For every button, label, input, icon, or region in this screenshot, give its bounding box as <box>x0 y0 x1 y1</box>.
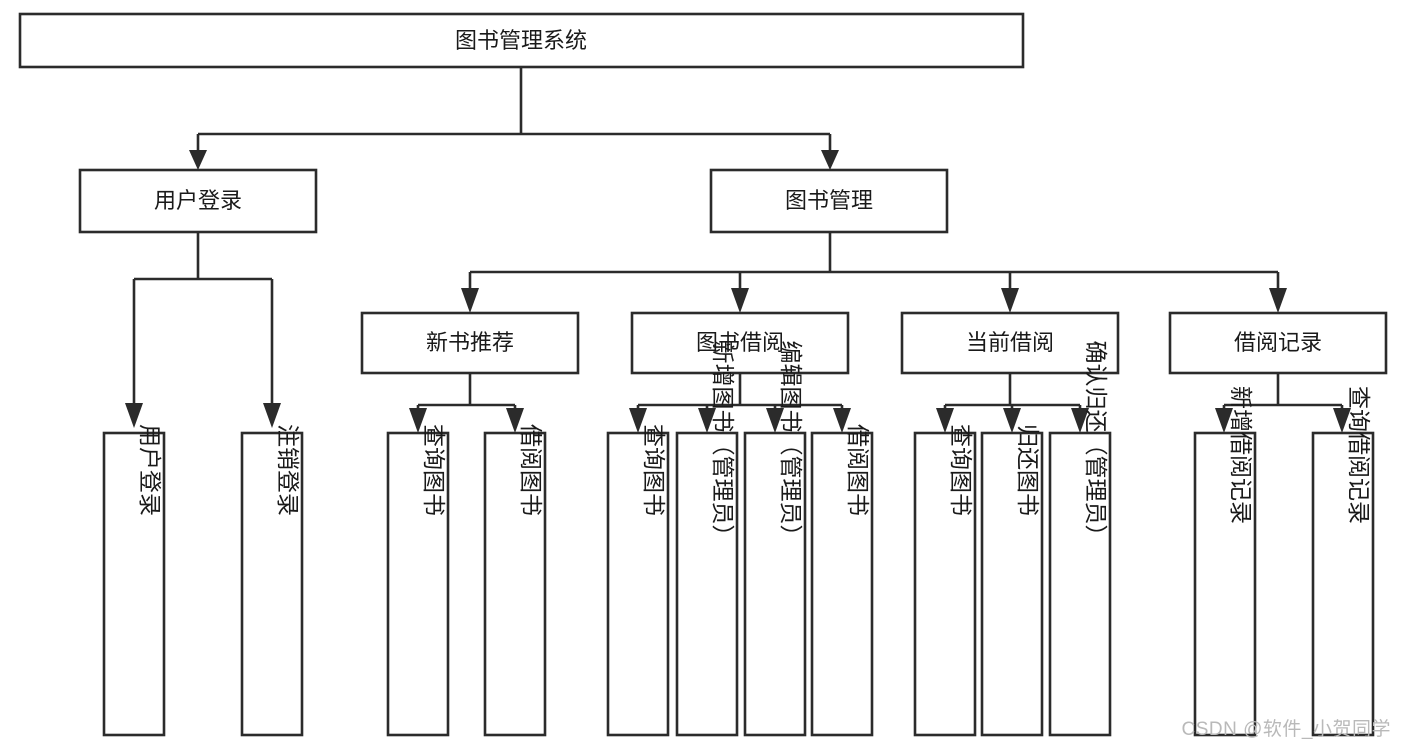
node-box <box>78 168 318 234</box>
node-leaf-label: 查询图书 <box>948 424 974 516</box>
node-box <box>102 431 166 737</box>
arrow-head-icon <box>1071 408 1089 433</box>
connector-group-root <box>189 67 839 170</box>
arrow-head-icon <box>766 408 784 433</box>
node-current-borrow-label: 当前借阅 <box>966 330 1054 355</box>
node-book-management-label: 图书管理 <box>785 188 873 213</box>
node-leaf-label: 查询图书 <box>641 424 667 516</box>
node-leaf-logout[interactable]: 注销登录 <box>240 424 304 737</box>
arrow-head-icon <box>1215 408 1233 433</box>
node-leaf-add-borrow-record[interactable]: 新增借阅记录 <box>1193 386 1257 737</box>
node-leaf-label: 确认归还（管理员） <box>1083 341 1109 548</box>
arrow-head-icon <box>698 408 716 433</box>
node-box <box>810 431 874 737</box>
node-leaf-query-book-borrow[interactable]: 查询图书 <box>606 424 670 737</box>
node-leaf-add-book-admin[interactable]: 新增图书（管理员） <box>675 341 739 737</box>
node-root-book-system[interactable]: 图书管理系统 <box>18 12 1025 69</box>
node-borrow-record-label: 借阅记录 <box>1234 330 1322 355</box>
node-box <box>675 431 739 737</box>
connector-group-user-login <box>125 232 281 428</box>
node-leaf-label: 查询图书 <box>421 424 447 516</box>
node-book-borrow[interactable]: 图书借阅 <box>630 311 850 375</box>
node-box <box>630 311 850 375</box>
arrow-head-icon <box>1003 408 1021 433</box>
node-borrow-record[interactable]: 借阅记录 <box>1168 311 1388 375</box>
node-box <box>743 431 807 737</box>
arrow-head-icon <box>1333 408 1351 433</box>
arrow-head-icon <box>506 408 524 433</box>
connector-group-book-borrow <box>629 373 851 433</box>
node-book-borrow-label: 图书借阅 <box>696 330 784 355</box>
node-leaf-label: 归还图书 <box>1015 424 1041 516</box>
node-leaf-label: 新增借阅记录 <box>1228 386 1254 524</box>
node-box <box>240 431 304 737</box>
node-box <box>483 431 547 737</box>
connector-group-new-book <box>409 373 524 433</box>
node-root-label: 图书管理系统 <box>455 28 587 53</box>
arrow-head-icon <box>1001 288 1019 313</box>
node-leaf-label: 查询借阅记录 <box>1346 386 1372 524</box>
node-leaf-query-book-newbook[interactable]: 查询图书 <box>386 424 450 737</box>
arrow-head-icon <box>263 403 281 428</box>
node-leaf-label: 新增图书（管理员） <box>710 341 736 548</box>
node-user-login[interactable]: 用户登录 <box>78 168 318 234</box>
node-leaf-label: 注销登录 <box>275 424 301 516</box>
node-leaf-label: 借阅图书 <box>518 424 544 516</box>
node-leaf-label: 用户登录 <box>137 424 163 516</box>
arrow-head-icon <box>629 408 647 433</box>
node-box <box>900 311 1120 375</box>
connector-group-current-borrow <box>936 373 1089 433</box>
node-box <box>709 168 949 234</box>
node-leaf-label: 编辑图书（管理员） <box>778 341 804 548</box>
arrow-head-icon <box>461 288 479 313</box>
arrow-head-icon <box>125 403 143 428</box>
node-new-book-recommend[interactable]: 新书推荐 <box>360 311 580 375</box>
arrow-head-icon <box>833 408 851 433</box>
node-leaf-return-book[interactable]: 归还图书 <box>980 424 1044 737</box>
arrow-head-icon <box>1269 288 1287 313</box>
node-new-book-recommend-label: 新书推荐 <box>426 330 514 355</box>
node-leaf-user-login[interactable]: 用户登录 <box>102 424 166 737</box>
arrow-head-icon <box>731 288 749 313</box>
arrow-head-icon <box>409 408 427 433</box>
node-box <box>1311 431 1375 737</box>
node-box <box>18 12 1025 69</box>
node-box <box>606 431 670 737</box>
node-leaf-borrow-book-newbook[interactable]: 借阅图书 <box>483 424 547 737</box>
node-box <box>980 431 1044 737</box>
connector-group-borrow-record <box>1215 373 1351 433</box>
watermark-text: CSDN @软件_小贺同学 <box>1181 719 1391 740</box>
node-leaf-query-book-current[interactable]: 查询图书 <box>913 424 977 737</box>
node-box <box>913 431 977 737</box>
node-leaf-edit-book-admin[interactable]: 编辑图书（管理员） <box>743 341 807 737</box>
node-box <box>1048 431 1112 737</box>
node-user-login-label: 用户登录 <box>154 188 242 213</box>
node-box <box>386 431 450 737</box>
arrow-head-icon <box>821 150 839 170</box>
node-current-borrow[interactable]: 当前借阅 <box>900 311 1120 375</box>
node-book-management[interactable]: 图书管理 <box>709 168 949 234</box>
connector-group-book-manage <box>461 232 1287 313</box>
arrow-head-icon <box>189 150 207 170</box>
node-leaf-borrow-book[interactable]: 借阅图书 <box>810 424 874 737</box>
node-box <box>1193 431 1257 737</box>
node-leaf-confirm-return-admin[interactable]: 确认归还（管理员） <box>1048 341 1112 737</box>
arrow-head-icon <box>936 408 954 433</box>
node-box <box>360 311 580 375</box>
node-leaf-query-borrow-record[interactable]: 查询借阅记录 <box>1311 386 1375 737</box>
node-box <box>1168 311 1388 375</box>
node-leaf-label: 借阅图书 <box>845 424 871 516</box>
